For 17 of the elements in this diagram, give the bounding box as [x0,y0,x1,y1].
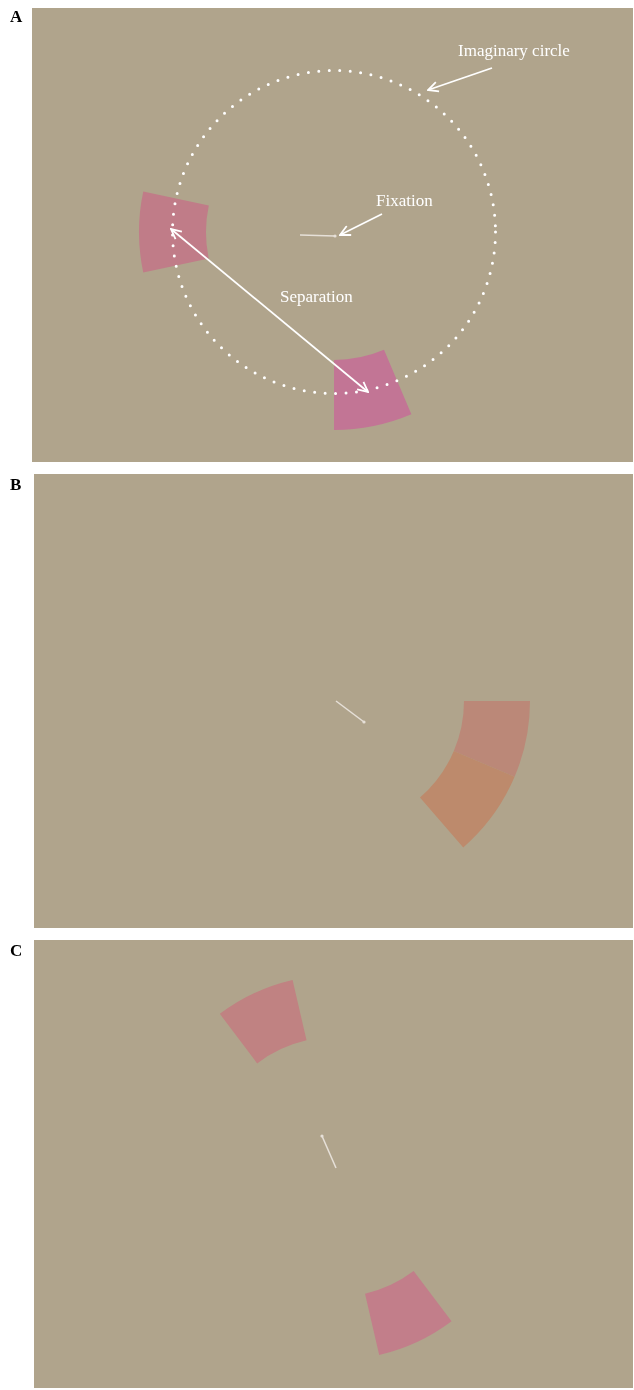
double-arrow [170,228,369,393]
panel-letter: C [10,942,23,959]
fixation-mark [335,700,366,724]
wedge-stimulus [365,1271,452,1356]
fixation-mark [320,1134,337,1169]
arrow [427,67,493,93]
wedge-stimulus [420,701,530,848]
wedge-stimulus [334,349,412,430]
callout-text: Imaginary circle [458,40,570,62]
wedge-stimulus [219,979,307,1064]
panel-letter: A [10,8,23,25]
dotted-circle [171,69,497,395]
arrow [339,213,383,236]
panel-letter: B [10,476,22,493]
wedge-stimulus [139,191,209,273]
callout-text: Fixation [376,190,433,212]
fixation-mark [299,234,337,238]
